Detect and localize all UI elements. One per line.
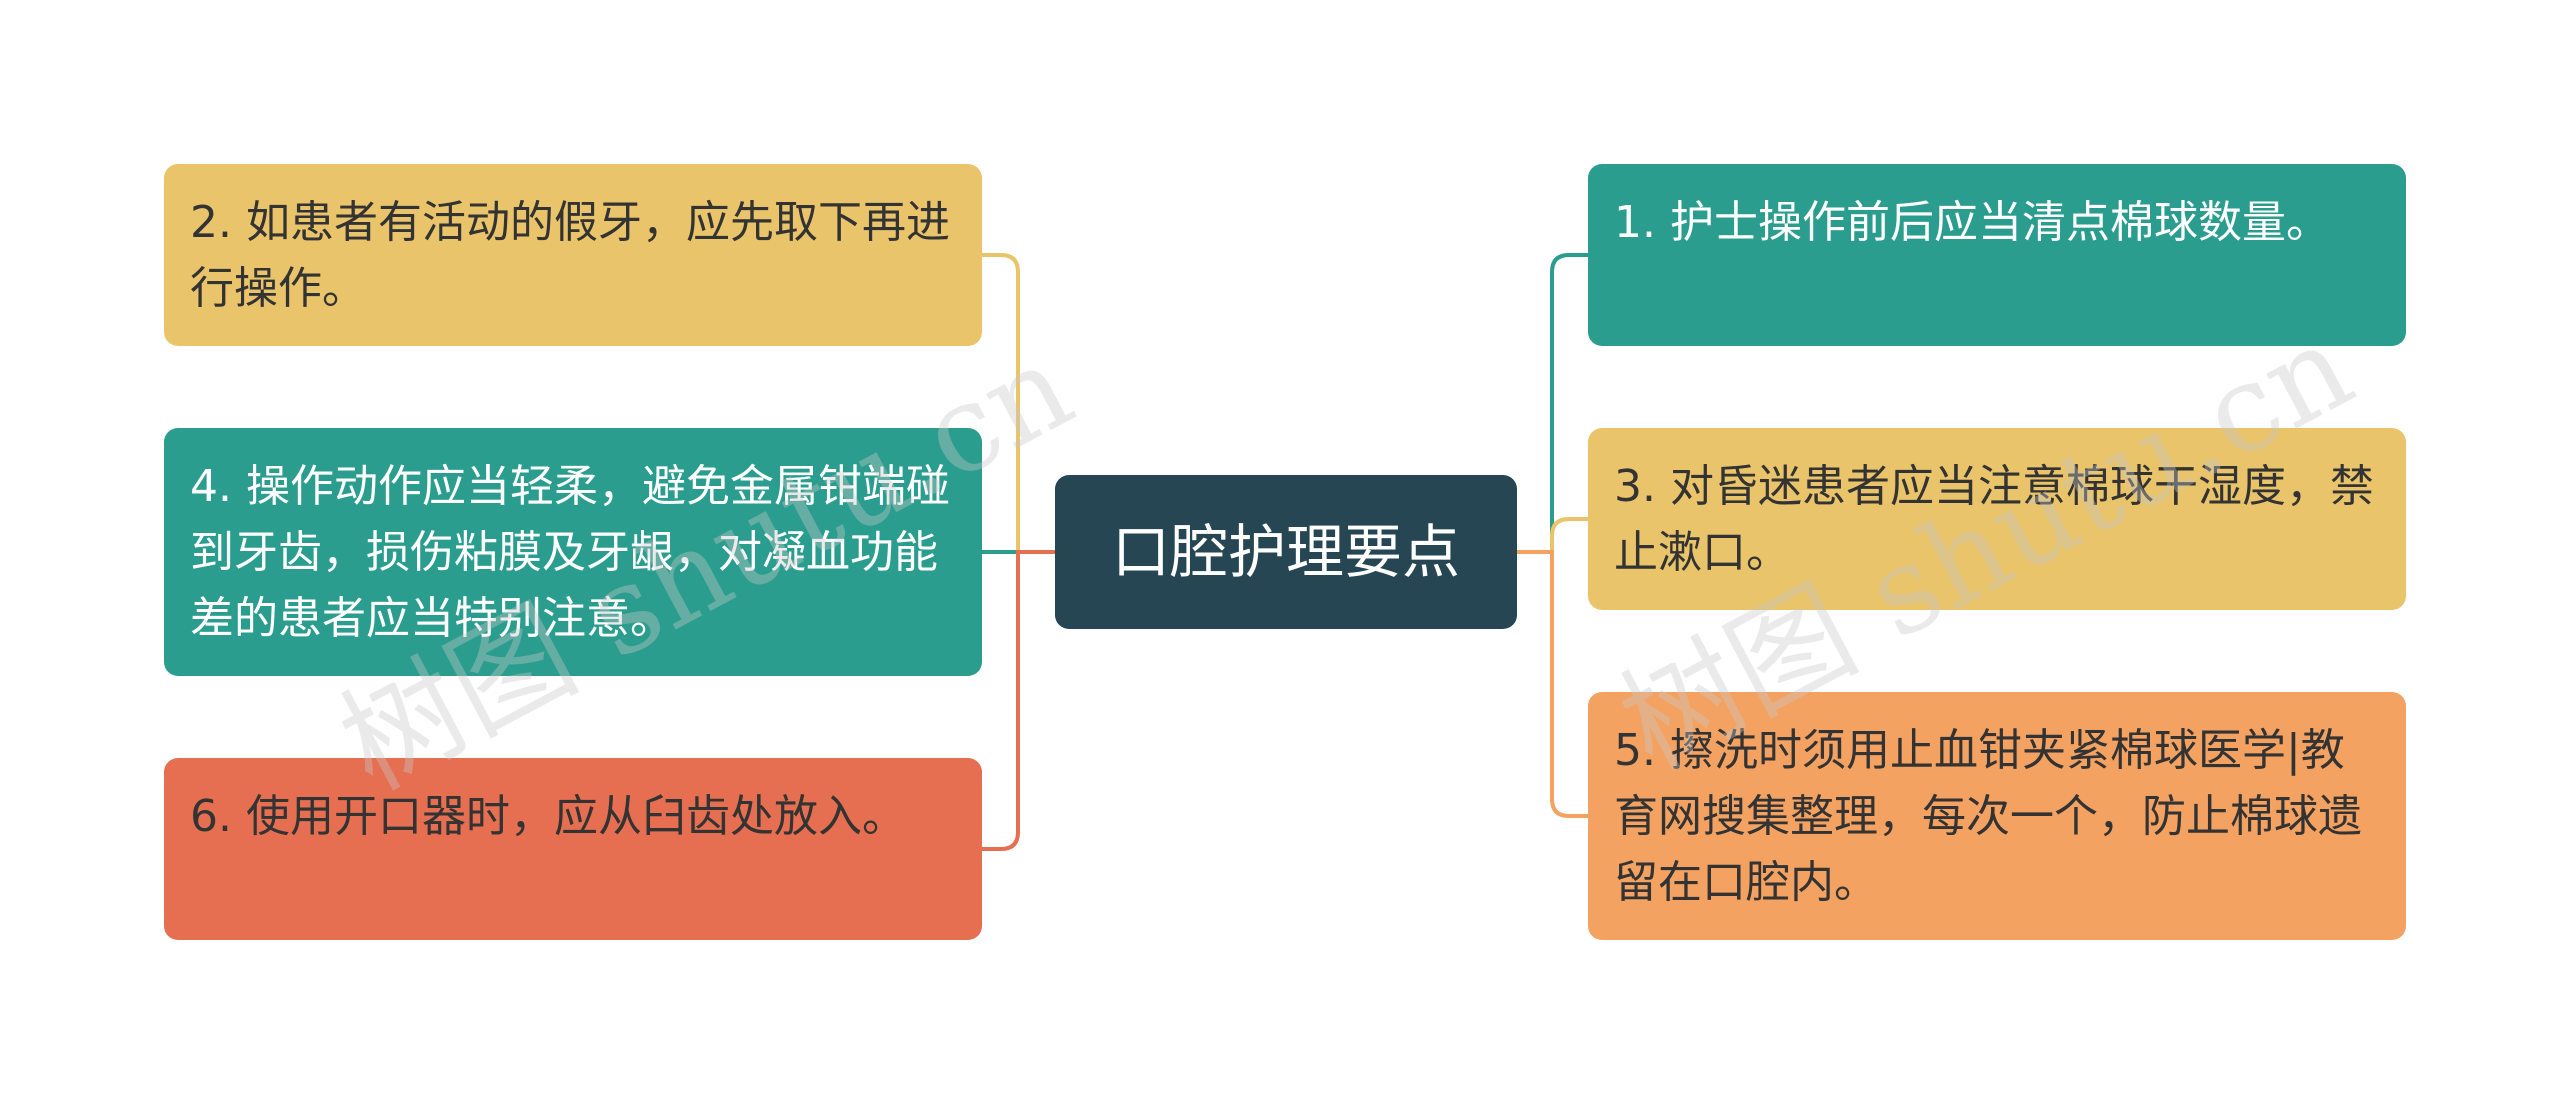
topic-node-6[interactable]: 6. 使用开口器时，应从臼齿处放入。 bbox=[164, 758, 982, 940]
topic-node-1[interactable]: 1. 护士操作前后应当清点棉球数量。 bbox=[1588, 164, 2406, 346]
connector-to-node-3 bbox=[1517, 517, 1588, 554]
topic-node-3[interactable]: 3. 对昏迷患者应当注意棉球干湿度，禁止漱口。 bbox=[1588, 428, 2406, 610]
topic-node-5[interactable]: 5. 擦洗时须用止血钳夹紧棉球医学|教育网搜集整理，每次一个，防止棉球遗留在口腔… bbox=[1588, 692, 2406, 940]
topic-node-2[interactable]: 2. 如患者有活动的假牙，应先取下再进行操作。 bbox=[164, 164, 982, 346]
connector-to-node-5 bbox=[1517, 550, 1588, 818]
central-topic[interactable]: 口腔护理要点 bbox=[1055, 475, 1517, 629]
topic-node-4-text: 4. 操作动作应当轻柔，避免金属钳端碰到牙齿，损伤粘膜及牙龈，对凝血功能差的患者… bbox=[190, 461, 950, 644]
connector-to-node-1 bbox=[1517, 253, 1588, 554]
topic-node-1-text: 1. 护士操作前后应当清点棉球数量。 bbox=[1614, 197, 2330, 248]
connector-to-node-2 bbox=[982, 253, 1055, 554]
topic-node-2-text: 2. 如患者有活动的假牙，应先取下再进行操作。 bbox=[190, 197, 950, 314]
topic-node-3-text: 3. 对昏迷患者应当注意棉球干湿度，禁止漱口。 bbox=[1614, 461, 2374, 578]
connector-to-node-6 bbox=[982, 550, 1055, 851]
topic-node-6-text: 6. 使用开口器时，应从臼齿处放入。 bbox=[190, 791, 906, 842]
topic-node-5-text: 5. 擦洗时须用止血钳夹紧棉球医学|教育网搜集整理，每次一个，防止棉球遗留在口腔… bbox=[1614, 725, 2362, 908]
topic-node-4[interactable]: 4. 操作动作应当轻柔，避免金属钳端碰到牙齿，损伤粘膜及牙龈，对凝血功能差的患者… bbox=[164, 428, 982, 676]
central-topic-label: 口腔护理要点 bbox=[1111, 518, 1460, 586]
